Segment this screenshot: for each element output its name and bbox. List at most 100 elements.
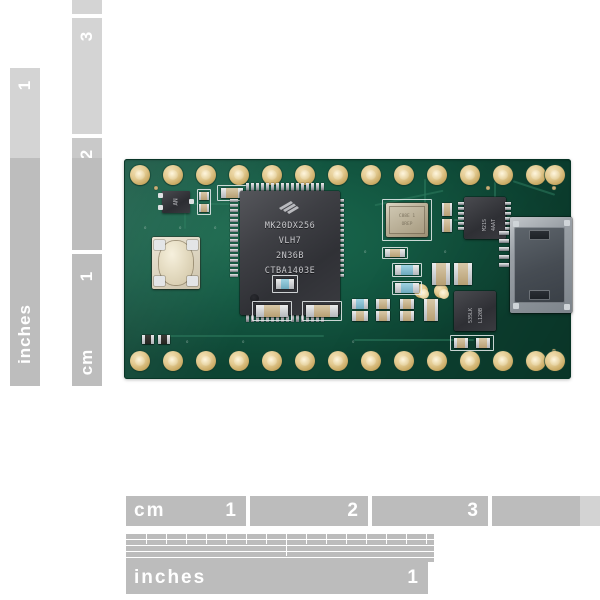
horizontal-inches-unit-text: inches bbox=[134, 567, 207, 588]
through-hole-pad bbox=[434, 284, 449, 299]
through-hole-pad bbox=[229, 351, 249, 371]
vertical-tick bbox=[60, 292, 70, 293]
smd-capacitor bbox=[385, 249, 405, 257]
usb-pin bbox=[499, 231, 509, 235]
mcu-marking-line3: 2N36B bbox=[275, 251, 305, 261]
horizontal-cm-2-text: 2 bbox=[347, 500, 360, 521]
mcu-marking-line1: MK20DX256 bbox=[264, 221, 316, 231]
horizontal-ruler: cm 1 2 3 4 bbox=[120, 490, 600, 600]
pcb-trace bbox=[354, 339, 474, 341]
qfn-pin bbox=[505, 202, 511, 205]
qfn-top-marking-line1: M21S bbox=[482, 218, 488, 231]
reset-pushbutton[interactable] bbox=[152, 237, 200, 289]
vertical-tick bbox=[54, 232, 70, 233]
vertical-tick bbox=[60, 332, 70, 333]
silkscreen-outline bbox=[392, 281, 422, 295]
vertical-inches-text: inches bbox=[15, 304, 34, 364]
smd-capacitor bbox=[306, 305, 338, 317]
through-hole-pad bbox=[394, 351, 414, 371]
horizontal-cm-bar-2: 2 bbox=[250, 496, 368, 526]
vertical-tick bbox=[54, 112, 70, 113]
vertical-ruler: inches 1 1 cm 2 3 bbox=[0, 0, 110, 390]
qfn-pin bbox=[458, 202, 464, 205]
vertical-inch-1-text: 1 bbox=[15, 79, 34, 91]
silkscreen-refdes: o bbox=[242, 339, 245, 344]
through-hole-pad bbox=[427, 165, 447, 185]
vertical-inches-bar-lower bbox=[10, 158, 40, 386]
mcu-lead-row-top bbox=[246, 183, 326, 191]
teensy-pcb: AN bbox=[124, 159, 572, 379]
pcb-trace bbox=[184, 203, 186, 229]
qfn-top-pins-left bbox=[458, 202, 464, 232]
through-hole-pad bbox=[262, 165, 282, 185]
through-hole-pad bbox=[493, 351, 513, 371]
vertical-tick bbox=[60, 192, 70, 193]
through-hole-pad bbox=[295, 165, 315, 185]
through-hole-pad bbox=[361, 165, 381, 185]
vertical-hairline bbox=[49, 0, 50, 390]
pcb-via bbox=[154, 186, 158, 190]
micro-usb-connector[interactable] bbox=[510, 217, 572, 313]
smd-capacitor bbox=[424, 299, 438, 321]
through-hole-pad bbox=[163, 351, 183, 371]
horizontal-inches-1-text: 1 bbox=[407, 567, 420, 588]
horizontal-cm-bar-3: 3 bbox=[372, 496, 488, 526]
horizontal-tick bbox=[566, 534, 567, 544]
usb-pin-row bbox=[499, 231, 509, 271]
through-hole-pad bbox=[394, 165, 414, 185]
silkscreen-outline bbox=[392, 263, 422, 277]
through-hole-pad bbox=[545, 165, 565, 185]
horizontal-tick bbox=[246, 534, 247, 544]
through-hole-pad bbox=[328, 165, 348, 185]
through-hole-pad bbox=[361, 351, 381, 371]
horizontal-tick bbox=[426, 534, 427, 544]
smd-capacitor bbox=[352, 311, 369, 321]
smd-capacitor bbox=[432, 263, 450, 285]
sot23-marking: AN bbox=[172, 198, 180, 206]
smd-capacitor bbox=[442, 219, 452, 232]
pcb-trace bbox=[164, 335, 324, 337]
through-hole-pad bbox=[130, 165, 150, 185]
smd-capacitor bbox=[256, 305, 288, 317]
horizontal-tickline-group bbox=[126, 534, 600, 562]
through-hole-pad bbox=[229, 165, 249, 185]
through-hole-pad bbox=[262, 351, 282, 371]
vertical-cm-bar-2-lower bbox=[72, 158, 102, 250]
through-hole-pad bbox=[328, 351, 348, 371]
smd-capacitor bbox=[376, 311, 390, 321]
horizontal-tick bbox=[546, 534, 547, 544]
vertical-tick bbox=[60, 352, 70, 353]
silkscreen-outline bbox=[302, 301, 342, 321]
horizontal-tick bbox=[286, 534, 287, 556]
silkscreen-outline bbox=[382, 247, 408, 259]
silkscreen-refdes: o bbox=[144, 225, 147, 230]
smd-capacitor bbox=[442, 203, 452, 216]
smd-pad bbox=[476, 338, 490, 348]
vertical-cm-bar-1: 1 cm bbox=[72, 254, 102, 386]
silkscreen-outline bbox=[252, 301, 292, 321]
horizontal-tick bbox=[526, 534, 527, 556]
silkscreen-outline bbox=[450, 335, 494, 351]
through-hole-pad bbox=[493, 165, 513, 185]
qfn-top-pins-right bbox=[505, 202, 511, 232]
mcu-pin1-dot bbox=[250, 294, 259, 303]
smd-capacitor-blue bbox=[276, 279, 294, 289]
mcu-lead bbox=[336, 199, 344, 202]
smd-capacitor-blue bbox=[395, 283, 419, 293]
horizontal-tick bbox=[206, 534, 207, 544]
horizontal-tick bbox=[466, 534, 467, 544]
vertical-tick bbox=[60, 172, 70, 173]
smd-pad bbox=[454, 338, 468, 348]
vertical-tick bbox=[60, 132, 70, 133]
pcb-trace bbox=[424, 179, 426, 209]
usb-solder-tab bbox=[513, 303, 519, 309]
smd-capacitor bbox=[400, 311, 414, 321]
pcb-via bbox=[552, 186, 556, 190]
vertical-tick bbox=[60, 212, 70, 213]
silkscreen-outline bbox=[197, 189, 211, 215]
usb-solder-tab bbox=[513, 221, 519, 227]
vertical-tick bbox=[60, 252, 70, 253]
horizontal-tick bbox=[346, 534, 347, 544]
smd-capacitor bbox=[376, 299, 390, 309]
